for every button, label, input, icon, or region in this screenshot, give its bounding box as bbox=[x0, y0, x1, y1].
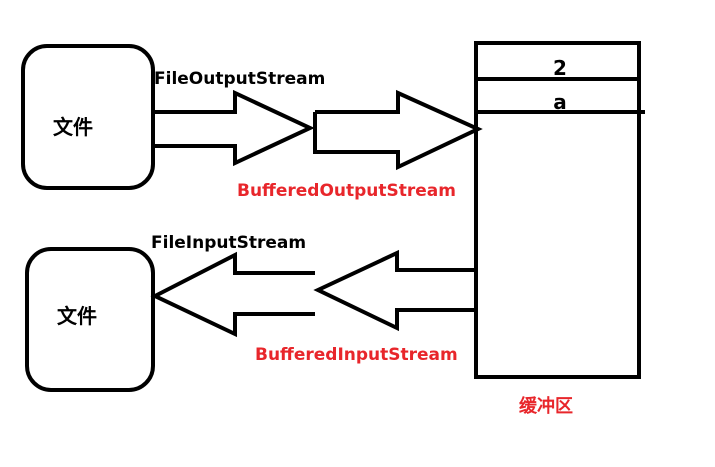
buffer-box bbox=[474, 41, 641, 379]
label-buffered-input-stream: BufferedInputStream bbox=[255, 345, 458, 365]
buffer-cell-1: 2 bbox=[553, 56, 567, 80]
label-file-output-stream: FileOutputStream bbox=[154, 69, 325, 89]
buffer-label: 缓冲区 bbox=[519, 395, 573, 417]
label-buffered-output-stream: BufferedOutputStream bbox=[237, 181, 456, 201]
arrow-buffered-input bbox=[313, 249, 474, 332]
arrow-file-input bbox=[150, 251, 315, 338]
file-box-bottom bbox=[25, 247, 155, 392]
buffer-cell-2: a bbox=[553, 90, 567, 114]
label-file-input-stream: FileInputStream bbox=[151, 233, 306, 253]
file-box-bottom-label: 文件 bbox=[57, 304, 97, 328]
file-box-top-label: 文件 bbox=[53, 115, 93, 139]
arrow-buffered-output bbox=[313, 89, 483, 171]
file-box-top bbox=[21, 44, 155, 190]
arrow-file-output bbox=[155, 89, 315, 167]
